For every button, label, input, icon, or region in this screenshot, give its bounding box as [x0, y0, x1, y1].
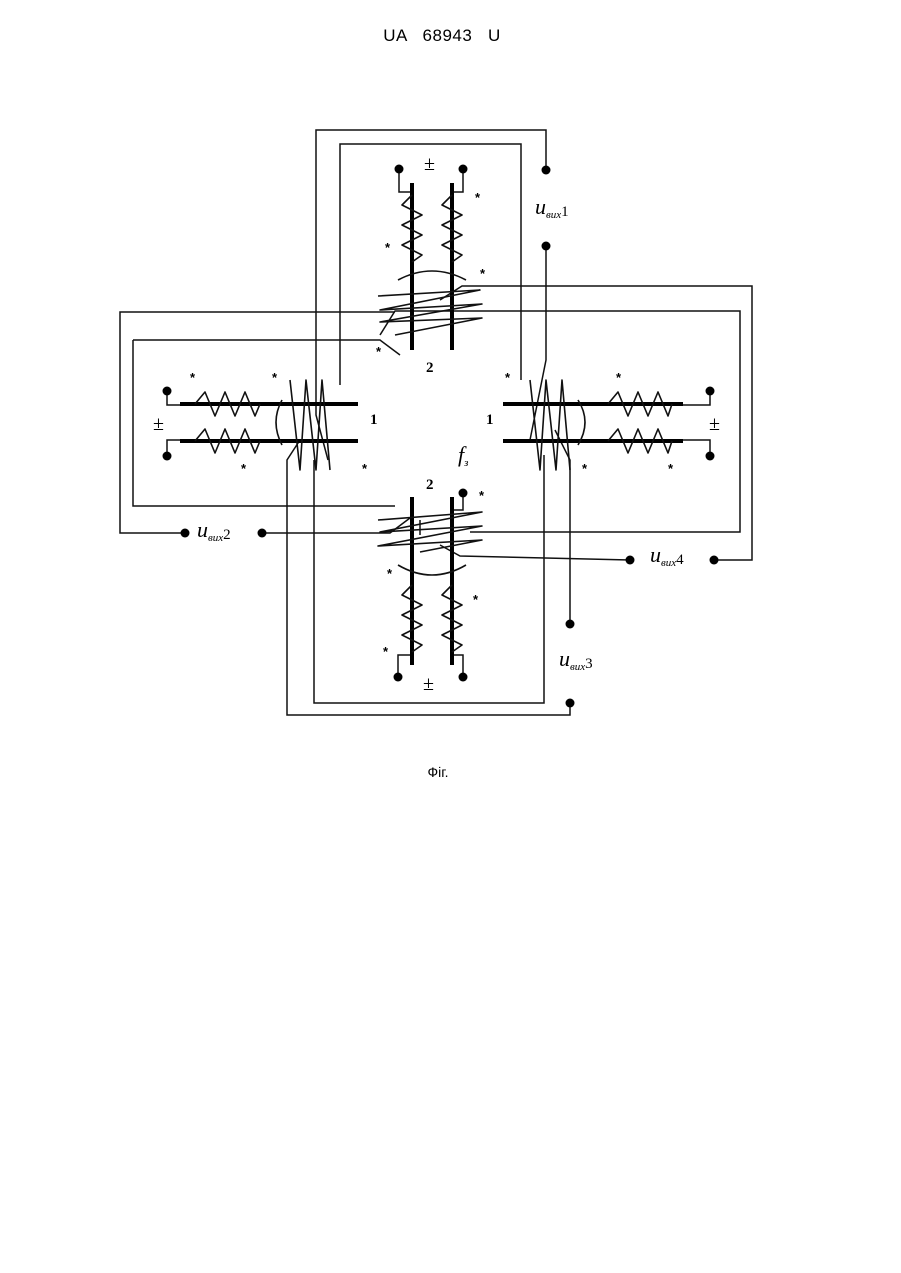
winding-label-vertical-bottom: 2 [426, 477, 434, 493]
polarity-mark: * [475, 190, 481, 205]
polarity-mark: * [376, 344, 382, 359]
coils [195, 195, 672, 652]
polarity-marks: * * * * * * * * * * * * * * * * [190, 190, 674, 659]
polarity-mark: * [190, 370, 196, 385]
winding-label-horizontal-right: 1 [486, 412, 494, 428]
polarity-mark: * [383, 644, 389, 659]
polarity-mark: * [668, 461, 674, 476]
polarity-mark: * [505, 370, 511, 385]
field-symbol: fз [458, 442, 468, 469]
output-label-1: uвих1 [535, 194, 569, 221]
polarity-mark: * [272, 370, 278, 385]
field-symbol-sub: з [463, 457, 468, 469]
wiring [120, 130, 752, 715]
figure-caption: Фіг. [0, 764, 876, 780]
output-label-2: uвих2 [197, 517, 231, 544]
winding-label-vertical-top: 2 [426, 360, 434, 376]
polarity-mark: * [480, 266, 486, 281]
output-label-4: uвих4 [650, 542, 684, 569]
output-label-3: uвих3 [559, 646, 593, 673]
polarity-mark: * [582, 461, 588, 476]
cores [180, 183, 683, 665]
polarity-mark: * [616, 370, 622, 385]
polarity-mark: * [241, 461, 247, 476]
polarity-mark: * [387, 566, 393, 581]
supply-symbol-right: ± [709, 413, 720, 435]
winding-label-horizontal-left: 1 [370, 412, 378, 428]
polarity-mark: * [362, 461, 368, 476]
supply-symbol-top: ± [424, 153, 435, 175]
polarity-mark: * [473, 592, 479, 607]
supply-symbol-bottom: ± [423, 673, 434, 695]
supply-symbol-left: ± [153, 413, 164, 435]
polarity-mark: * [479, 488, 485, 503]
polarity-mark: * [385, 240, 391, 255]
